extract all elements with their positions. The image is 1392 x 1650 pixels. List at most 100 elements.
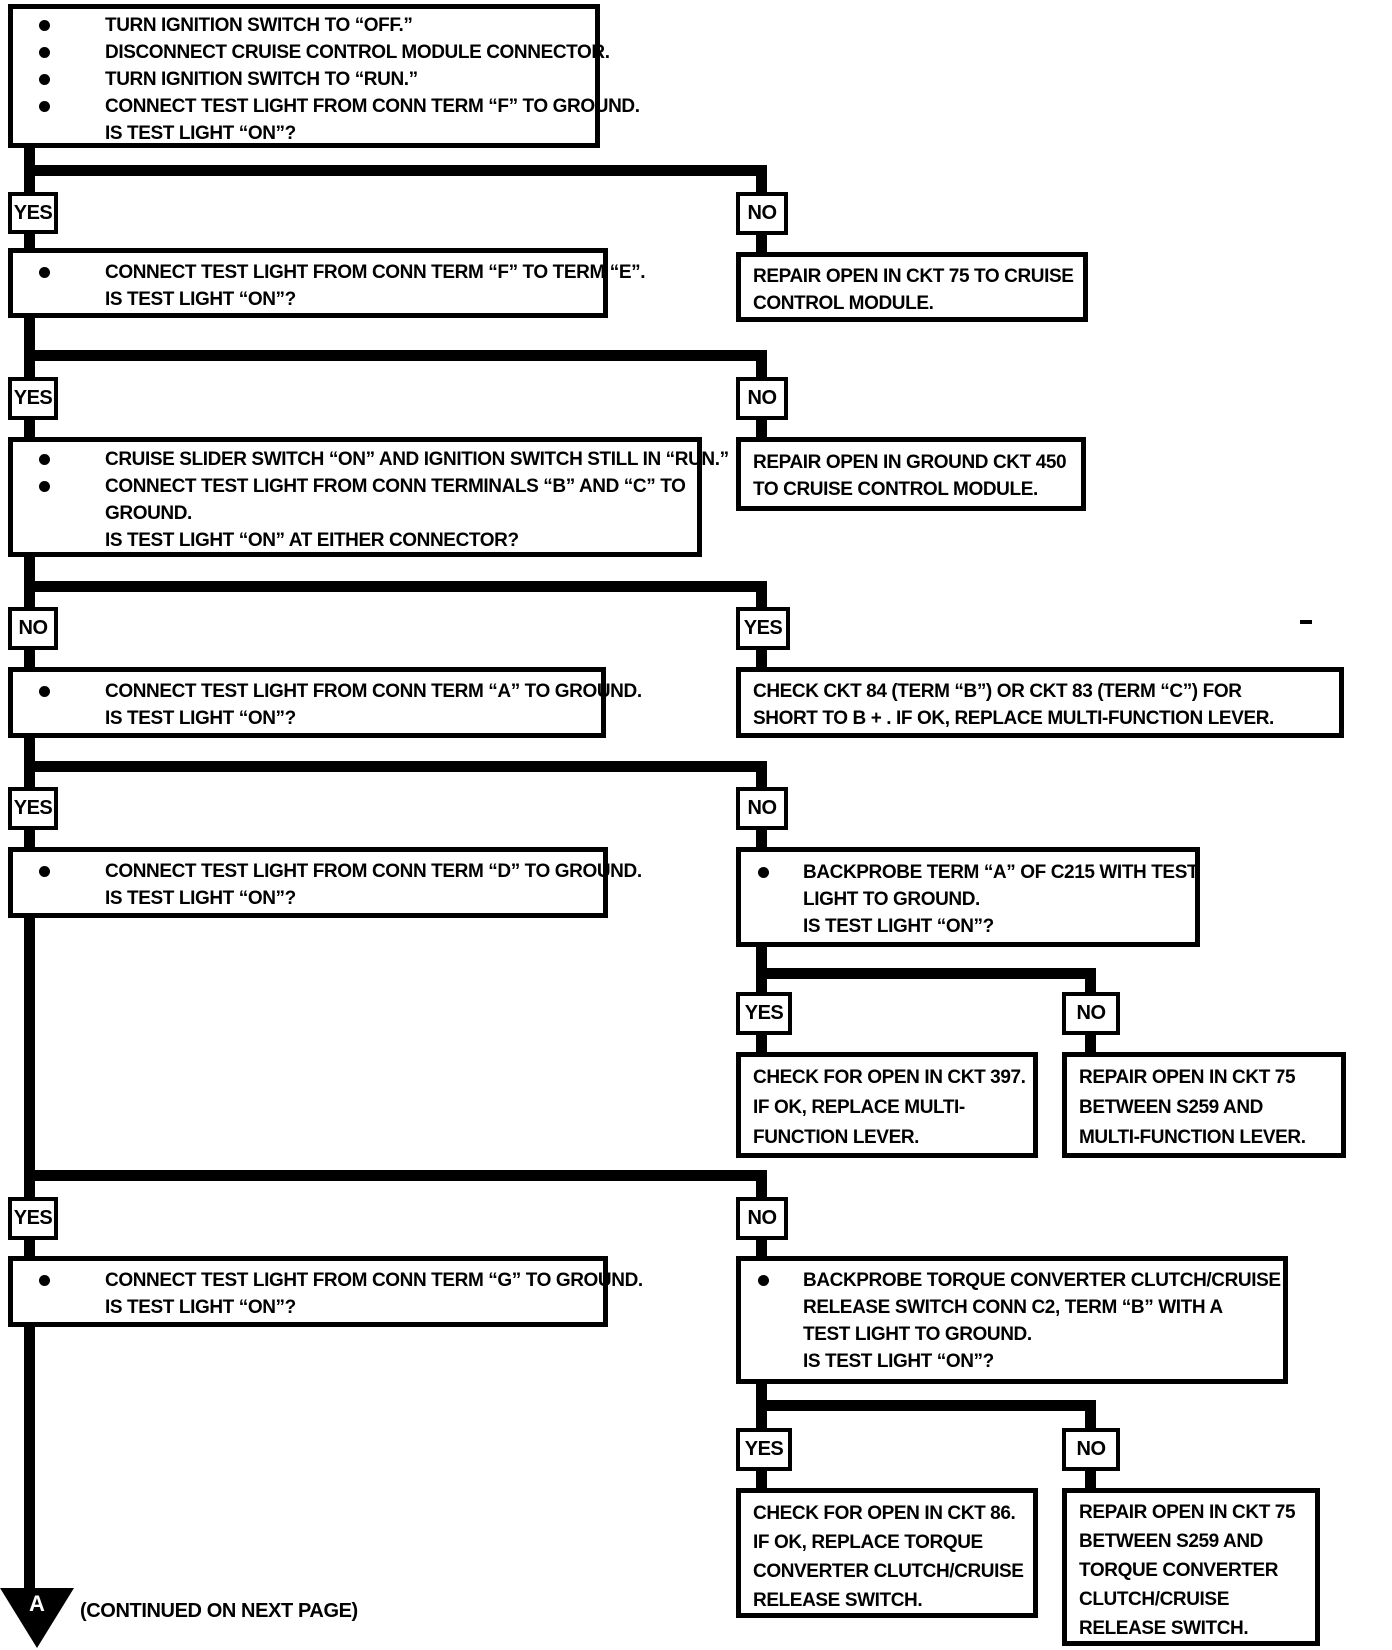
- connector-line: [756, 1034, 767, 1053]
- text-line: BETWEEN S259 AND: [1079, 1097, 1263, 1118]
- connector-line: [1085, 1470, 1096, 1489]
- connector-line: [756, 761, 767, 788]
- text-line: CONNECT TEST LIGHT FROM CONN TERM “A” TO…: [105, 681, 642, 702]
- connector-line: [756, 1239, 767, 1257]
- text-line: BACKPROBE TERM “A” OF C215 WITH TEST: [803, 862, 1199, 883]
- bullet-icon: [39, 866, 50, 877]
- bullet-icon: [39, 47, 50, 58]
- text-line: TURN IGNITION SWITCH TO “RUN.”: [105, 69, 418, 90]
- text-line: REPAIR OPEN IN CKT 75: [1079, 1502, 1296, 1523]
- no-label: NO: [1076, 1002, 1107, 1024]
- off-page-connector-a: A: [0, 1588, 74, 1648]
- text-line: TURN IGNITION SWITCH TO “OFF.”: [105, 15, 413, 36]
- text-line: IS TEST LIGHT “ON”?: [105, 888, 296, 909]
- text-line: IS TEST LIGHT “ON” AT EITHER CONNECTOR?: [105, 530, 519, 551]
- down-triangle-icon: [0, 1588, 74, 1648]
- connector-line: [756, 581, 767, 608]
- connector-line: [756, 165, 767, 194]
- no-label: NO: [747, 797, 778, 819]
- bullet-icon: [39, 74, 50, 85]
- connector-line: [756, 419, 767, 438]
- text-line: RELEASE SWITCH CONN C2, TERM “B” WITH A: [803, 1297, 1223, 1318]
- text-line: CONNECT TEST LIGHT FROM CONN TERM “D” TO…: [105, 861, 642, 882]
- no-label: NO: [747, 1207, 778, 1229]
- text-line: LIGHT TO GROUND.: [803, 889, 980, 910]
- text-line: CONNECT TEST LIGHT FROM CONN TERM “G” TO…: [105, 1270, 643, 1291]
- no-tag: NO: [8, 607, 58, 650]
- text-line: MULTI-FUNCTION LEVER.: [1079, 1127, 1306, 1148]
- connector-line: [24, 581, 767, 592]
- yes-tag: YES: [8, 1197, 58, 1240]
- connector-line: [24, 233, 35, 249]
- yes-label: YES: [13, 387, 53, 409]
- box-backprobe-tcc-switch: BACKPROBE TORQUE CONVERTER CLUTCH/CRUISE…: [736, 1256, 1288, 1384]
- text-line: CONTROL MODULE.: [753, 293, 934, 314]
- bullet-icon: [758, 1275, 769, 1286]
- connector-line: [756, 829, 767, 848]
- connector-line: [24, 761, 767, 772]
- bullet-icon: [39, 481, 50, 492]
- connector-line: [24, 1239, 35, 1257]
- text-line: IF OK, REPLACE MULTI-: [753, 1097, 965, 1118]
- yes-tag: YES: [8, 787, 58, 830]
- text-line: BACKPROBE TORQUE CONVERTER CLUTCH/CRUISE: [803, 1270, 1281, 1291]
- text-line: TEST LIGHT TO GROUND.: [803, 1324, 1032, 1345]
- connector-line: [24, 419, 35, 438]
- box-check-ckt397: CHECK FOR OPEN IN CKT 397. IF OK, REPLAC…: [736, 1052, 1038, 1158]
- text-line: IS TEST LIGHT “ON”?: [105, 289, 296, 310]
- connector-line: [24, 1326, 35, 1594]
- text-line: CHECK FOR OPEN IN CKT 397.: [753, 1067, 1026, 1088]
- text-line: CHECK FOR OPEN IN CKT 86.: [753, 1503, 1016, 1524]
- text-line: IS TEST LIGHT “ON”?: [105, 708, 296, 729]
- box-test-term-a: CONNECT TEST LIGHT FROM CONN TERM “A” TO…: [8, 667, 642, 738]
- text-line: TO CRUISE CONTROL MODULE.: [753, 479, 1038, 500]
- no-label: NO: [747, 387, 778, 409]
- box-test-term-g: CONNECT TEST LIGHT FROM CONN TERM “G” TO…: [8, 1256, 643, 1327]
- text-line: CONNECT TEST LIGHT FROM CONN TERMINALS “…: [105, 476, 686, 497]
- box-repair-ckt75-s259-lever: REPAIR OPEN IN CKT 75 BETWEEN S259 AND M…: [1062, 1052, 1346, 1158]
- no-label: NO: [747, 202, 778, 224]
- yes-label: YES: [13, 201, 53, 224]
- bullet-icon: [39, 686, 50, 697]
- connector-line: [24, 649, 35, 668]
- connector-line: [756, 649, 767, 668]
- yes-label: YES: [13, 1207, 53, 1229]
- text-line: IS TEST LIGHT “ON”?: [105, 1297, 296, 1318]
- no-tag: NO: [736, 377, 788, 420]
- connector-line: [756, 234, 767, 253]
- connector-line: [756, 968, 1096, 979]
- box-repair-ckt75-module: REPAIR OPEN IN CKT 75 TO CRUISE CONTROL …: [736, 252, 1088, 322]
- text-line: CLUTCH/CRUISE: [1079, 1589, 1229, 1610]
- text-line: TORQUE CONVERTER: [1079, 1560, 1279, 1581]
- no-tag: NO: [736, 1197, 788, 1240]
- connector-line: [24, 165, 767, 176]
- no-label: NO: [1076, 1438, 1107, 1460]
- box-test-term-d: CONNECT TEST LIGHT FROM CONN TERM “D” TO…: [8, 847, 642, 918]
- yes-tag: YES: [736, 1428, 792, 1471]
- connector-line: [756, 1170, 767, 1198]
- connector-line: [24, 917, 35, 1198]
- yes-label: YES: [13, 797, 53, 819]
- text-line: GROUND.: [105, 503, 192, 524]
- connector-line: [24, 350, 767, 361]
- box-check-ckt86: CHECK FOR OPEN IN CKT 86. IF OK, REPLACE…: [736, 1488, 1038, 1618]
- text-line: FUNCTION LEVER.: [753, 1127, 920, 1148]
- yes-tag: YES: [736, 992, 792, 1035]
- connector-line: [756, 1400, 1096, 1411]
- no-tag: NO: [736, 787, 788, 830]
- connector-line: [24, 1170, 767, 1181]
- text-line: IF OK, REPLACE TORQUE: [753, 1532, 983, 1553]
- no-tag: NO: [1062, 992, 1120, 1035]
- text-line: SHORT TO B + . IF OK, REPLACE MULTI-FUNC…: [753, 708, 1274, 729]
- text-line: IS TEST LIGHT “ON”?: [803, 1351, 994, 1372]
- yes-tag: YES: [736, 607, 790, 650]
- box-backprobe-c215: BACKPROBE TERM “A” OF C215 WITH TEST LIG…: [736, 847, 1200, 947]
- bullet-icon: [39, 454, 50, 465]
- text-line: REPAIR OPEN IN GROUND CKT 450: [753, 452, 1067, 473]
- text-line: CRUISE SLIDER SWITCH “ON” AND IGNITION S…: [105, 449, 729, 470]
- connector-line: [1085, 1400, 1096, 1429]
- connector-line: [756, 1470, 767, 1489]
- connector-line: [24, 829, 35, 848]
- connector-line: [756, 350, 767, 378]
